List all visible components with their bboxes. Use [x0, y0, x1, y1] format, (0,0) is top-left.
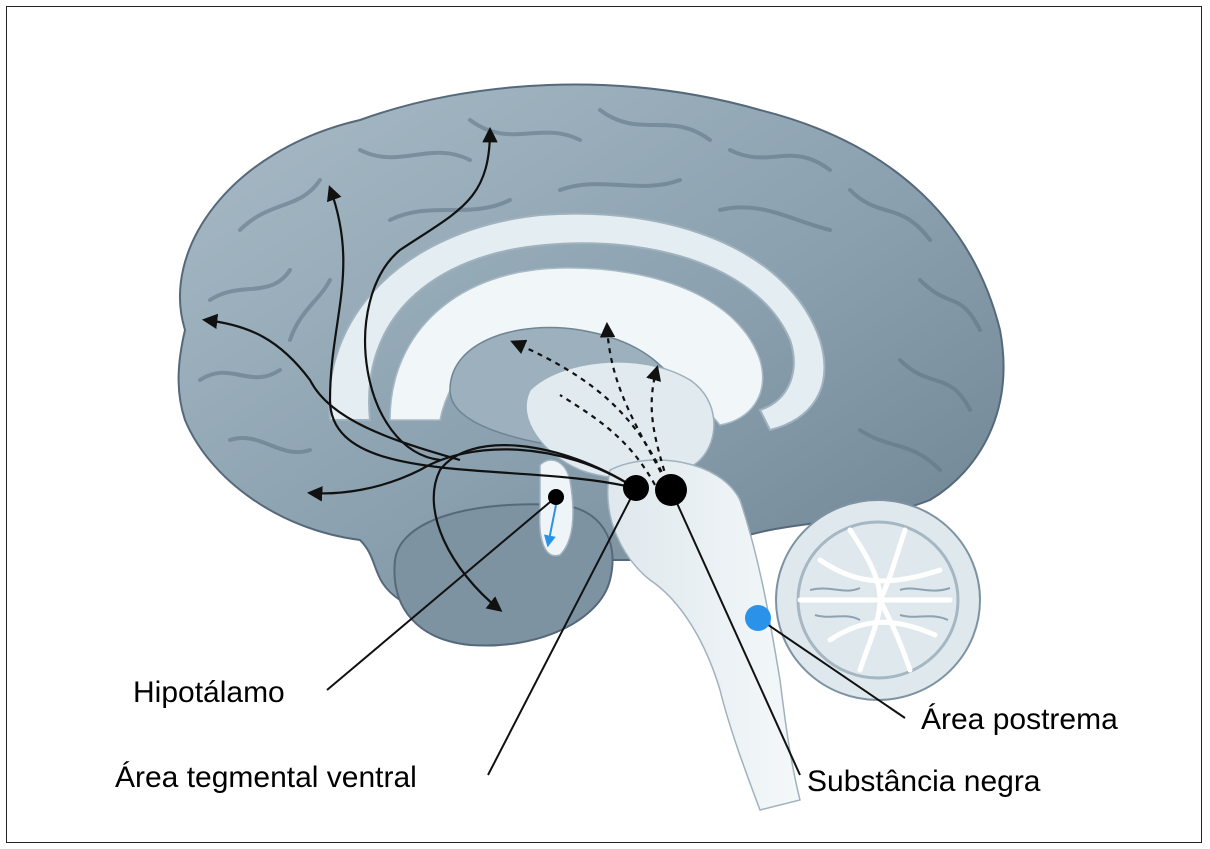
label-area-postrema: Área postrema	[921, 705, 1118, 735]
area-postrema-dot	[745, 605, 771, 631]
label-substantia-nigra: Substância negra	[807, 767, 1041, 797]
vta-dot	[623, 475, 649, 501]
hypothalamus-dot	[548, 489, 564, 505]
cerebellum	[776, 500, 980, 700]
label-vta: Área tegmental ventral	[115, 763, 417, 793]
substantia-nigra-dot	[655, 474, 687, 506]
label-hypothalamus: Hipotálamo	[133, 678, 285, 708]
temporal-lobe	[394, 504, 612, 645]
